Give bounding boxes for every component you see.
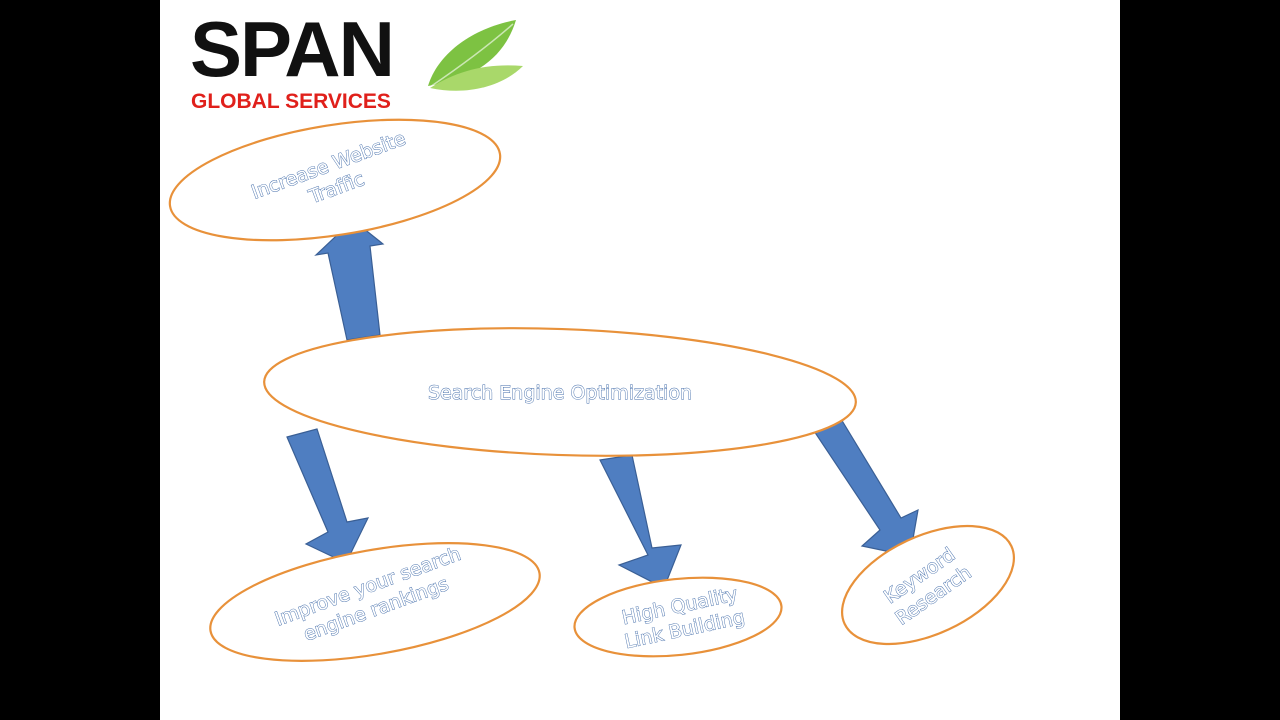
leaf-icon xyxy=(428,20,523,91)
arrow-to-improve-rankings xyxy=(286,428,370,564)
logo-wordmark: SPAN xyxy=(190,5,395,93)
ellipse-link-building xyxy=(573,576,783,658)
logo-tagline: GLOBAL SERVICES xyxy=(191,90,391,113)
seo-diagram: Search Engine Optimization Increase Webs… xyxy=(168,118,1016,662)
ellipse-improve-rankings xyxy=(209,542,541,662)
ellipse-keyword-research xyxy=(840,524,1016,646)
center-label: Search Engine Optimization xyxy=(428,382,692,404)
ellipse-increase-traffic xyxy=(168,118,502,242)
arrow-to-link-building xyxy=(599,454,682,589)
arrow-to-keyword-research xyxy=(811,413,919,557)
ellipse-center xyxy=(263,327,857,457)
slide: SPAN GLOBAL SERVICES Search Engine Optim… xyxy=(160,0,1120,720)
arrow-to-increase-traffic xyxy=(314,219,385,341)
